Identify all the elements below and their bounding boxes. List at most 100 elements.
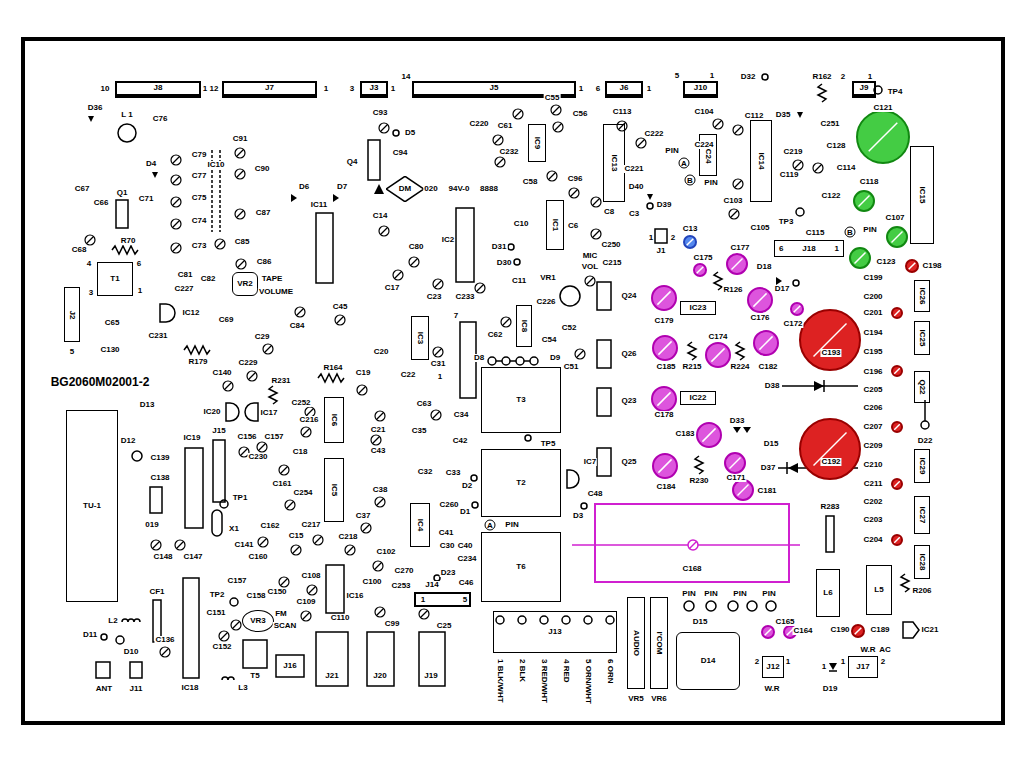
capacitor-mark bbox=[795, 162, 801, 168]
jack-outline bbox=[316, 632, 348, 686]
component-outline: TU-1 bbox=[66, 410, 118, 602]
silkscreen-label: C31 bbox=[430, 360, 447, 368]
capacitor-symbol bbox=[279, 577, 289, 587]
silkscreen-label: 6 bbox=[136, 260, 142, 268]
silkscreen-label: C253 bbox=[390, 582, 411, 590]
silkscreen-label: C200 bbox=[862, 293, 883, 301]
capacitor-symbol bbox=[857, 111, 909, 163]
silkscreen-label: 1 bbox=[648, 234, 654, 242]
silkscreen-label: C198 bbox=[921, 262, 942, 270]
capacitor-mark bbox=[241, 449, 247, 455]
capacitor-mark bbox=[173, 245, 179, 251]
capacitor-mark bbox=[730, 458, 741, 469]
capacitor-mark bbox=[555, 124, 561, 130]
part-label: I'COM bbox=[655, 632, 663, 655]
capacitor-mark bbox=[293, 547, 299, 553]
silkscreen-label: C226 bbox=[535, 298, 556, 306]
diode-symbol bbox=[101, 634, 107, 640]
capacitor-symbol bbox=[762, 626, 774, 638]
capacitor-symbol bbox=[235, 148, 245, 158]
part-label: IC9 bbox=[533, 137, 541, 149]
capacitor-symbol bbox=[373, 561, 383, 571]
resistor-symbol bbox=[688, 342, 696, 360]
connector-outline: J3 bbox=[360, 81, 388, 98]
part-label: IC26 bbox=[918, 288, 926, 305]
part-label: TU-1 bbox=[83, 502, 101, 510]
part-label: IC24 bbox=[704, 147, 712, 164]
part-label: T1 bbox=[110, 275, 119, 283]
silkscreen-label: C252 bbox=[290, 399, 311, 407]
silkscreen-label: C115 bbox=[805, 229, 826, 237]
transistor-symbol bbox=[160, 304, 175, 322]
component-outline: Q22 bbox=[914, 371, 930, 403]
silkscreen-label: C100 bbox=[361, 578, 382, 586]
component-outline: IC28 bbox=[914, 545, 930, 579]
part-label: IC28 bbox=[918, 554, 926, 571]
silkscreen-label: C138 bbox=[149, 474, 170, 482]
part-label: VR2 bbox=[237, 280, 253, 288]
part-label: J18 bbox=[802, 245, 815, 253]
silkscreen-label: C34 bbox=[453, 411, 470, 419]
silkscreen-label: C21 bbox=[370, 426, 387, 434]
diode-symbol bbox=[530, 357, 538, 365]
part-label: IC13 bbox=[610, 155, 618, 172]
transistor-outline bbox=[597, 340, 611, 368]
capacitor-mark bbox=[315, 537, 321, 543]
capacitor-symbol bbox=[501, 317, 511, 327]
silkscreen-label: C71 bbox=[138, 195, 155, 203]
capacitor-symbol bbox=[215, 239, 225, 249]
diode-symbol bbox=[514, 259, 520, 265]
part-label: T3 bbox=[516, 396, 525, 404]
silkscreen-label: R70 bbox=[120, 237, 137, 245]
silkscreen-label: C110 bbox=[330, 614, 351, 622]
component-outline: IC26 bbox=[914, 280, 930, 312]
silkscreen-label: 5 bbox=[674, 72, 680, 80]
silkscreen-label: D33 bbox=[729, 417, 746, 425]
silkscreen-label: PIN bbox=[703, 179, 718, 187]
silkscreen-label: C141 bbox=[233, 541, 254, 549]
component-outline: IC1 bbox=[546, 200, 564, 250]
silkscreen-label: W.R bbox=[859, 646, 876, 654]
diode-symbol bbox=[291, 194, 297, 202]
silkscreen-label: IC10 bbox=[207, 161, 226, 169]
silkscreen-label: D39 bbox=[656, 201, 673, 209]
silkscreen-label: PIN bbox=[703, 590, 718, 598]
capacitor-mark bbox=[281, 467, 287, 473]
component-outline: IC29 bbox=[914, 449, 930, 483]
silkscreen-label: 1 bbox=[137, 287, 143, 295]
capacitor-symbol bbox=[231, 620, 241, 630]
silkscreen-label: D10 bbox=[123, 648, 140, 656]
diode-symbol bbox=[797, 112, 803, 118]
silkscreen-label: C90 bbox=[254, 165, 271, 173]
capacitor-mark bbox=[731, 211, 737, 217]
capacitor-mark bbox=[894, 310, 900, 316]
silkscreen-label: D1 bbox=[459, 508, 471, 516]
silkscreen-label: C157 bbox=[263, 433, 284, 441]
capacitor-symbol bbox=[652, 286, 676, 310]
ic-outline bbox=[185, 448, 203, 528]
capacitor-symbol bbox=[235, 209, 245, 219]
pin-marker: A bbox=[485, 520, 496, 531]
silkscreen-label: CF1 bbox=[148, 588, 165, 596]
pin-hole bbox=[728, 601, 738, 611]
silkscreen-label: Q26 bbox=[620, 350, 637, 358]
capacitor-symbol bbox=[171, 175, 181, 185]
capacitor-symbol bbox=[313, 535, 323, 545]
part-label: T2 bbox=[516, 479, 525, 487]
part-label: J6 bbox=[620, 84, 629, 92]
diode-symbol bbox=[152, 172, 158, 178]
silkscreen-label: C63 bbox=[416, 400, 433, 408]
component-outline: IC6 bbox=[324, 397, 344, 443]
diode-symbol bbox=[762, 74, 768, 80]
silkscreen-label: C82 bbox=[200, 275, 217, 283]
capacitor-mark bbox=[221, 633, 227, 639]
silkscreen-label: J1 bbox=[656, 247, 667, 255]
silkscreen-label: D38 bbox=[764, 382, 781, 390]
silkscreen-label: C45 bbox=[332, 303, 349, 311]
silkscreen-label: C206 bbox=[862, 404, 883, 412]
pin-hole bbox=[606, 616, 614, 624]
silkscreen-label: D2 bbox=[461, 482, 473, 490]
component-outline: IC5 bbox=[324, 458, 344, 522]
silkscreen-label: C37 bbox=[355, 512, 372, 520]
silkscreen-label: PIN bbox=[761, 590, 776, 598]
